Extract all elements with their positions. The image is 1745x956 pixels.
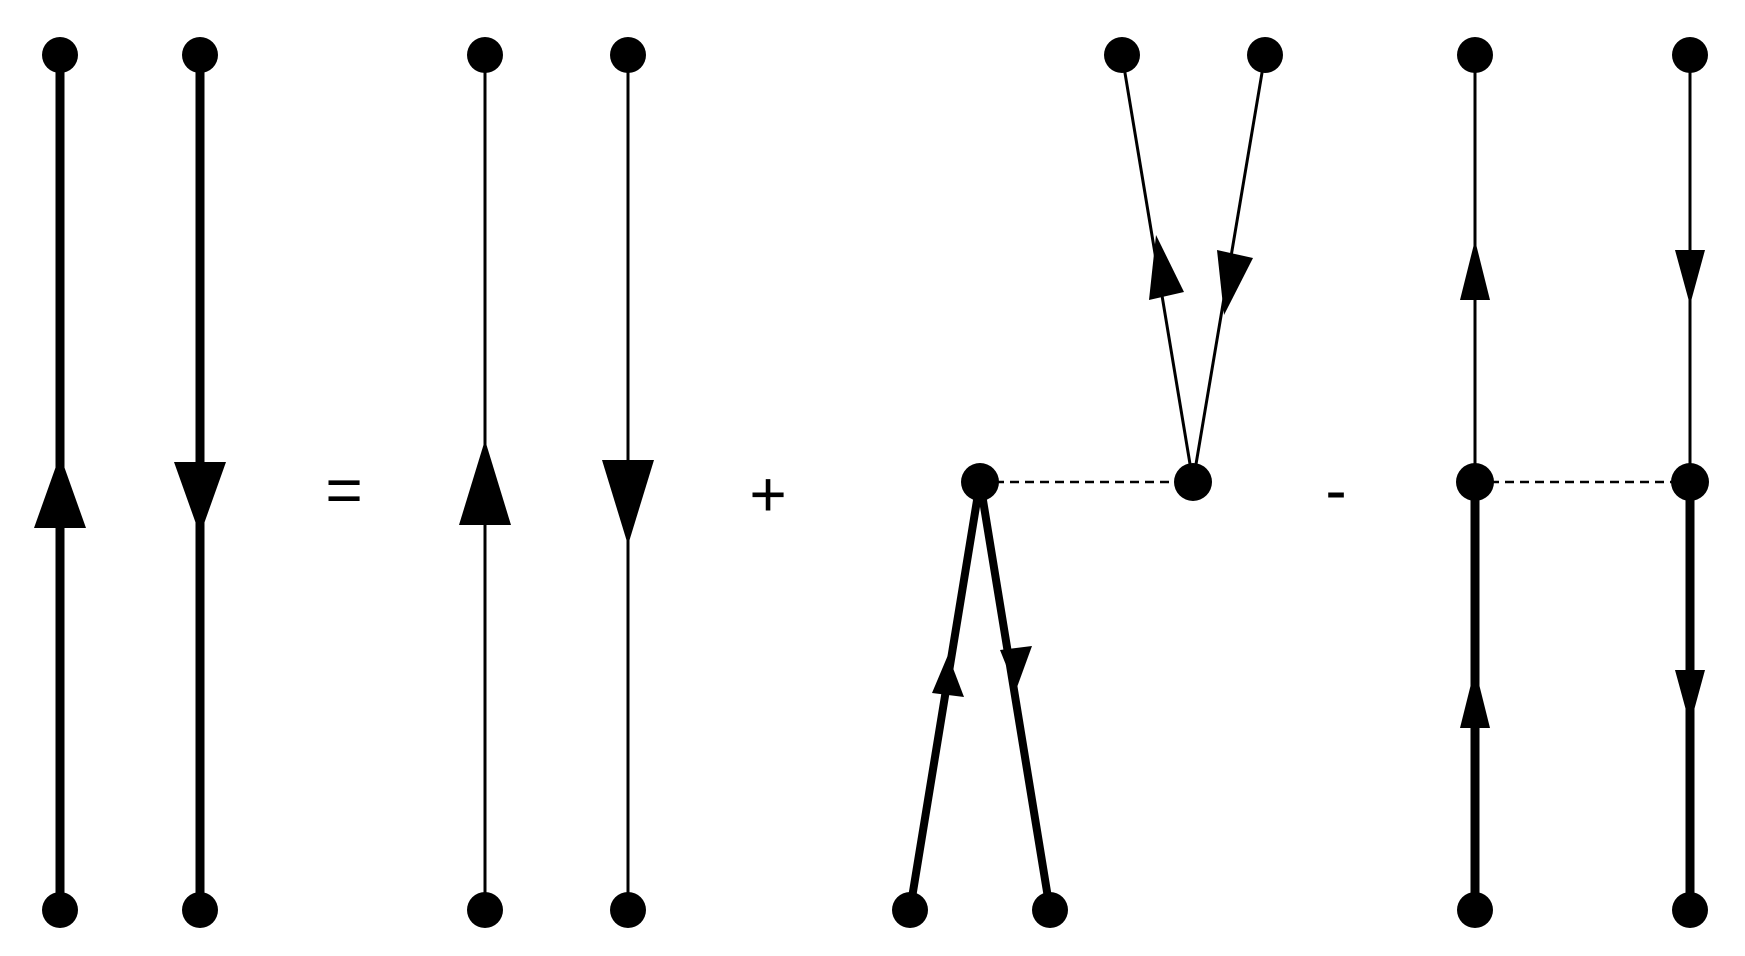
arrow-down-icon [1217, 250, 1253, 315]
arrow-down-icon [1675, 670, 1705, 725]
vertex-dot [1104, 37, 1140, 73]
vertex-dot [182, 892, 218, 928]
minus-sign: - [1325, 454, 1346, 526]
term-4-left-column [1456, 37, 1494, 928]
arrow-up-icon [34, 455, 86, 528]
term-3-upper-vertex [1104, 37, 1283, 501]
vertex-dot [42, 892, 78, 928]
term-2-line-upward [459, 37, 511, 928]
thick-propagator-line [976, 481, 1054, 911]
arrow-up-icon [1460, 240, 1490, 300]
vertex-dot [961, 463, 999, 501]
term-3-lower-vertex [892, 463, 1068, 928]
vertex-dot [1672, 892, 1708, 928]
arrow-down-icon [1675, 250, 1705, 305]
vertex-dot [182, 37, 218, 73]
term-4-ladder-diagram [1456, 37, 1709, 928]
vertex-dot [1032, 892, 1068, 928]
term-2-bare-pair [459, 37, 654, 928]
equals-sign: = [325, 454, 362, 526]
arrow-down-icon [1000, 646, 1032, 690]
term-3-exchange-diagram [892, 37, 1283, 928]
thick-propagator-line [906, 481, 984, 911]
vertex-dot [610, 37, 646, 73]
term-1-line-downward [174, 37, 226, 928]
arrow-up-icon [1149, 235, 1184, 300]
vertex-dot [467, 892, 503, 928]
vertex-dot [1247, 37, 1283, 73]
vertex-dot [467, 37, 503, 73]
vertex-dot [1457, 37, 1493, 73]
arrow-down-icon [602, 460, 654, 545]
term-1-line-upward [34, 37, 86, 928]
plus-sign: + [749, 458, 786, 530]
vertex-dot [1671, 463, 1709, 501]
vertex-dot [610, 892, 646, 928]
arrow-down-icon [174, 462, 226, 535]
arrow-up-icon [932, 655, 964, 697]
arrow-up-icon [459, 440, 511, 525]
equals-operator: = [325, 454, 362, 526]
vertex-dot [892, 892, 928, 928]
vertex-dot [42, 37, 78, 73]
vertex-dot [1457, 892, 1493, 928]
plus-operator: + [749, 458, 786, 530]
minus-operator: - [1325, 454, 1346, 526]
term-2-line-downward [602, 37, 654, 928]
term-1-dressed-pair [34, 37, 226, 928]
vertex-dot [1672, 37, 1708, 73]
arrow-up-icon [1460, 668, 1490, 728]
term-4-right-column [1671, 37, 1709, 928]
